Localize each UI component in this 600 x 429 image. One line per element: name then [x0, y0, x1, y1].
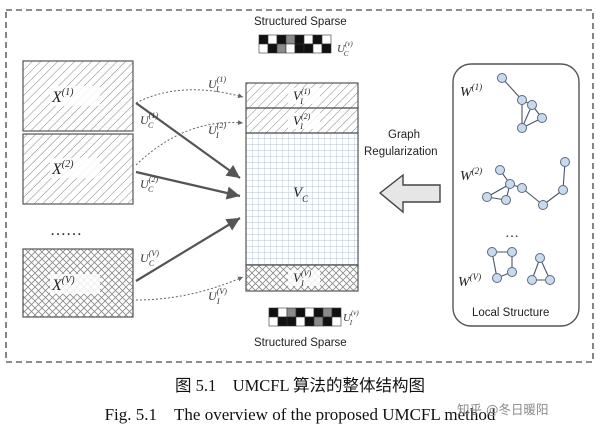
figure-caption-cn: 图 5.1 UMCFL 算法的整体结构图 [174, 376, 426, 395]
graph-node [487, 247, 497, 257]
graph-node [527, 100, 537, 110]
sparse-cell [277, 316, 288, 327]
graph-label-line1: Graph [388, 129, 420, 141]
view-label-1: X(1) [51, 87, 74, 106]
structured-sparse-bottom-label: Structured Sparse [254, 337, 347, 349]
sparse-cell [322, 307, 333, 318]
sparse-bottom-u-label: U(v)I [343, 309, 359, 327]
sparse-cell [267, 43, 278, 54]
sparse-cell [304, 307, 315, 318]
graph-node [501, 195, 511, 205]
sparse-cell [295, 307, 306, 318]
sparse-cell [312, 43, 323, 54]
watermark: 知乎 @冬日暖阳 [457, 402, 549, 417]
proj-label-uc1: U(1)C [140, 111, 158, 130]
sparse-cell [285, 43, 296, 54]
sparse-cell [268, 307, 279, 318]
graph-label-w1: W(1) [460, 82, 482, 100]
sparse-cell [277, 307, 288, 318]
graph-regularization-arrow [378, 173, 441, 214]
graph-node [558, 185, 568, 195]
dotted-arrow-2 [135, 120, 244, 166]
graph-node [517, 183, 527, 193]
graph-node [507, 247, 517, 257]
graph-node [497, 73, 507, 83]
sparse-cell [312, 34, 323, 45]
proj-label-ucv: U(V)C [140, 249, 159, 268]
sparse-cell [295, 316, 306, 327]
local-structure-box [452, 63, 580, 327]
sparse-cell [313, 307, 324, 318]
sparse-cell [286, 307, 297, 318]
graph-label-line2: Regularization [364, 146, 438, 158]
proj-label-uc2: U(2)C [140, 175, 158, 194]
sparse-cell [304, 316, 315, 327]
sparse-cell [294, 34, 305, 45]
sparse-cell [303, 43, 314, 54]
dotted-arrow-v [135, 276, 244, 301]
figure-caption-en: Fig. 5.1 The overview of the proposed UM… [104, 405, 496, 424]
graph-wv [487, 247, 555, 285]
latent-viv: V(V)I [293, 269, 312, 288]
graph-node [517, 95, 527, 105]
sparse-matrix-bottom [268, 307, 342, 327]
view-box-v: X(V) [22, 248, 134, 318]
sparse-cell [303, 34, 314, 45]
latent-vc: VC [293, 185, 309, 204]
sparse-cell [322, 316, 333, 327]
sparse-matrix-top [258, 34, 332, 54]
sparse-cell [321, 34, 332, 45]
sparse-cell [276, 43, 287, 54]
sparse-cell [258, 43, 269, 54]
view-box-2: X(2) [22, 133, 134, 205]
latent-vi2: V(2)I [293, 112, 311, 131]
graph-node [545, 275, 555, 285]
graph-node [505, 179, 515, 189]
right-ellipsis: … [505, 226, 519, 241]
view-label-2: X(2) [51, 159, 74, 178]
graph-node [517, 123, 527, 133]
solid-arrow-1 [135, 102, 241, 179]
proj-label-ui1: U(1)I [208, 75, 226, 94]
graph-node [538, 200, 548, 210]
graph-label-wv: W(V) [458, 272, 481, 290]
sparse-cell [286, 316, 297, 327]
graph-node [482, 192, 492, 202]
graph-w2 [482, 157, 570, 210]
view-label-v: X(V) [51, 275, 75, 294]
graph-label-w2: W(2) [460, 166, 482, 184]
structured-sparse-top-label: Structured Sparse [254, 16, 347, 28]
graph-node [495, 165, 505, 175]
sparse-cell [267, 34, 278, 45]
view-box-1: X(1) [22, 60, 134, 132]
local-structure-label: Local Structure [472, 307, 549, 319]
sparse-cell [294, 43, 305, 54]
proj-label-uiv: U(V)I [208, 287, 227, 306]
graph-node [560, 157, 570, 167]
outer-frame [5, 9, 594, 363]
graph-node [527, 275, 537, 285]
graph-node [537, 113, 547, 123]
solid-arrow-v [135, 217, 241, 282]
sparse-cell [268, 316, 279, 327]
sparse-top-u-label: U(v)C [337, 40, 353, 58]
graph-node [535, 253, 545, 263]
latent-vi1: V(1)I [293, 87, 311, 106]
proj-label-ui2: U(2)I [208, 121, 226, 140]
sparse-cell [285, 34, 296, 45]
solid-arrow-2 [135, 170, 241, 200]
graph-node [507, 267, 517, 277]
sparse-cell [331, 316, 342, 327]
sparse-cell [313, 316, 324, 327]
left-ellipsis: …… [50, 222, 82, 239]
sparse-cell [331, 307, 342, 318]
latent-matrix: V(1)I V(2)I VC V(V)I [245, 82, 359, 292]
dotted-arrow-1 [135, 89, 244, 104]
graph-w1 [497, 73, 547, 133]
sparse-cell [258, 34, 269, 45]
sparse-cell [276, 34, 287, 45]
sparse-cell [321, 43, 332, 54]
graph-node [492, 273, 502, 283]
